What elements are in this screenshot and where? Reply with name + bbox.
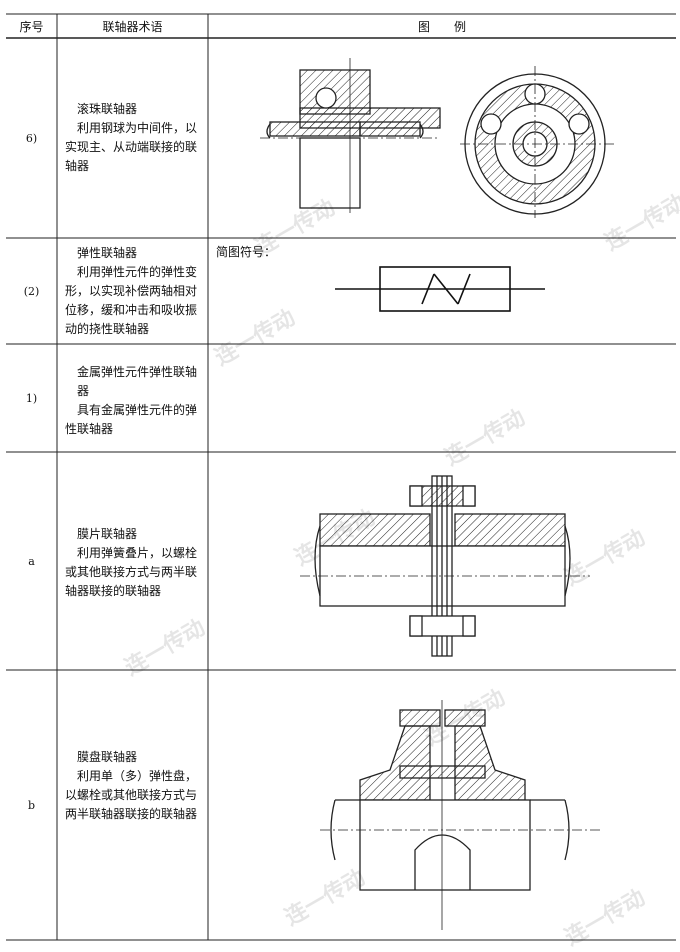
disc-coupling-drawing	[320, 700, 600, 930]
term-cell: 滚珠联轴器 利用钢球为中间件，以实现主、从动端联接的联轴器	[57, 100, 208, 176]
ball-coupling-drawing	[260, 58, 615, 218]
figure-caption: 简图符号：	[216, 245, 277, 259]
elastic-coupling-symbol	[335, 266, 545, 312]
row-index: 1)	[25, 391, 38, 405]
term-description: 利用弹性元件的弹性变形，以实现补偿两轴相对位移，缓和冲击和吸收振动的挠性联轴器	[65, 265, 198, 336]
term-title: 弹性联轴器	[77, 246, 138, 260]
diaphragm-coupling-drawing	[300, 475, 590, 657]
row-index: (2)	[23, 284, 40, 298]
row-index: a	[28, 554, 35, 568]
term-title: 膜盘联轴器	[77, 750, 138, 764]
term-cell: 金属弹性元件弹性联轴器 具有金属弹性元件的弹性联轴器	[57, 363, 208, 439]
header-term: 联轴器术语	[102, 19, 163, 34]
term-description: 利用弹簧叠片，以螺栓或其他联接方式与两半联轴器联接的联轴器	[65, 546, 198, 598]
header-index: 序号	[19, 19, 44, 34]
term-cell: 弹性联轴器 利用弹性元件的弹性变形，以实现补偿两轴相对位移，缓和冲击和吸收振动的…	[57, 244, 208, 339]
term-cell: 膜盘联轴器 利用单（多）弹性盘，以螺栓或其他联接方式与两半联轴器联接的联轴器	[57, 748, 208, 824]
row-index: 6)	[25, 131, 38, 145]
term-description: 利用钢球为中间件，以实现主、从动端联接的联轴器	[65, 121, 198, 173]
term-description: 具有金属弹性元件的弹性联轴器	[65, 403, 198, 436]
term-title: 膜片联轴器	[77, 527, 138, 541]
term-title: 滚珠联轴器	[77, 102, 138, 116]
term-description: 利用单（多）弹性盘，以螺栓或其他联接方式与两半联轴器联接的联轴器	[65, 769, 198, 821]
term-cell: 膜片联轴器 利用弹簧叠片，以螺栓或其他联接方式与两半联轴器联接的联轴器	[57, 525, 208, 601]
term-title: 金属弹性元件弹性联轴器	[77, 365, 198, 398]
header-figure: 图 例	[417, 19, 466, 34]
row-index: b	[27, 798, 36, 812]
